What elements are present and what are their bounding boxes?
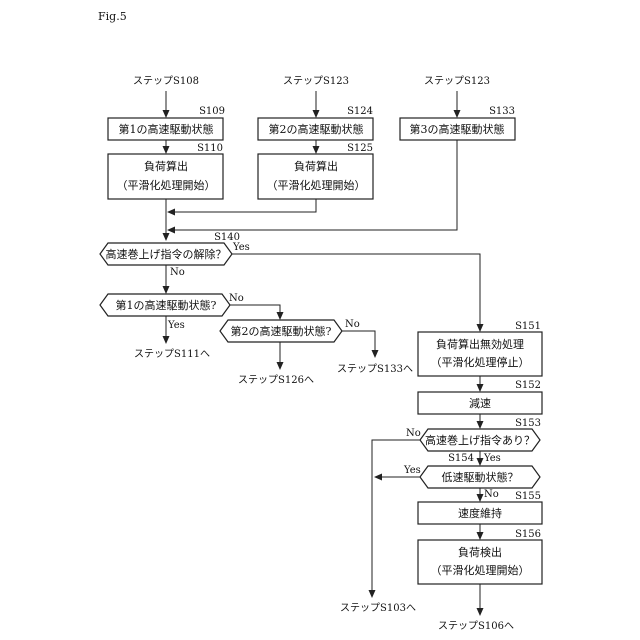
box-s151-line1: 負荷算出無効処理 — [436, 337, 524, 351]
box-s125-line2: （平滑化処理開始） — [267, 178, 366, 192]
decision-second-high-speed-no: No — [345, 319, 360, 330]
step-number-s151: S151 — [515, 321, 541, 332]
box-s133-text: 第3の高速駆動状態 — [410, 122, 505, 136]
entry-step-s108: ステップS108 — [133, 75, 199, 87]
connector-line — [230, 305, 280, 319]
decision-s154-yes: Yes — [403, 465, 421, 476]
step-number-s154: S154 — [448, 453, 474, 464]
exit-step-s126: ステップS126へ — [238, 374, 314, 386]
step-number-s152: S152 — [515, 380, 541, 391]
connector-line — [168, 199, 316, 212]
decision-s154-no: No — [484, 489, 499, 500]
box-s124-text: 第2の高速駆動状態 — [269, 122, 364, 136]
step-number-s155: S155 — [515, 491, 541, 502]
decision-s140-text: 高速巻上げ指令の解除？ — [106, 247, 227, 261]
decision-first-high-speed-no: No — [229, 293, 244, 304]
step-number-s133: S133 — [489, 106, 515, 117]
box-s156-line2: （平滑化処理開始） — [431, 563, 530, 577]
decision-first-high-speed-yes: Yes — [167, 320, 185, 331]
step-number-s153: S153 — [515, 418, 541, 429]
step-number-s109: S109 — [199, 106, 225, 117]
figure-label: Fig.5 — [98, 10, 127, 23]
box-s110-line1: 負荷算出 — [144, 159, 188, 173]
step-number-s156: S156 — [515, 529, 541, 540]
step-number-s125: S125 — [347, 143, 373, 154]
entry-step-s123-a: ステップS123 — [283, 75, 349, 87]
decision-s153-text: 高速巻上げ指令あり？ — [425, 433, 535, 447]
box-s109-text: 第1の高速駆動状態 — [119, 122, 214, 136]
decision-second-high-speed-text: 第2の高速駆動状態? — [231, 324, 332, 338]
exit-step-s111: ステップS111へ — [134, 348, 210, 360]
decision-s153-yes: Yes — [483, 453, 501, 464]
step-number-s124: S124 — [347, 106, 373, 117]
box-s110-line2: （平滑化処理開始） — [117, 178, 216, 192]
decision-s154-text: 低速駆動状態？ — [442, 470, 519, 484]
box-s156-line1: 負荷検出 — [458, 545, 502, 559]
box-s125-line1: 負荷算出 — [294, 159, 338, 173]
step-number-s110: S110 — [197, 143, 223, 154]
box-s155-text: 速度維持 — [458, 506, 502, 520]
entry-step-s123-b: ステップS123 — [424, 75, 490, 87]
box-s151-line2: （平滑化処理停止） — [431, 355, 530, 369]
exit-step-s133: ステップS133へ — [337, 363, 413, 375]
decision-s153-no: No — [406, 428, 421, 439]
decision-s140-yes: Yes — [232, 242, 250, 253]
exit-step-s106: ステップS106へ — [438, 620, 514, 632]
connector-line — [372, 440, 420, 597]
box-s152-text: 減速 — [469, 396, 491, 410]
exit-step-s103: ステップS103へ — [340, 602, 416, 614]
decision-s140-no: No — [170, 267, 185, 278]
decision-first-high-speed-text: 第1の高速駆動状態? — [116, 298, 217, 312]
connector-line — [342, 331, 375, 357]
